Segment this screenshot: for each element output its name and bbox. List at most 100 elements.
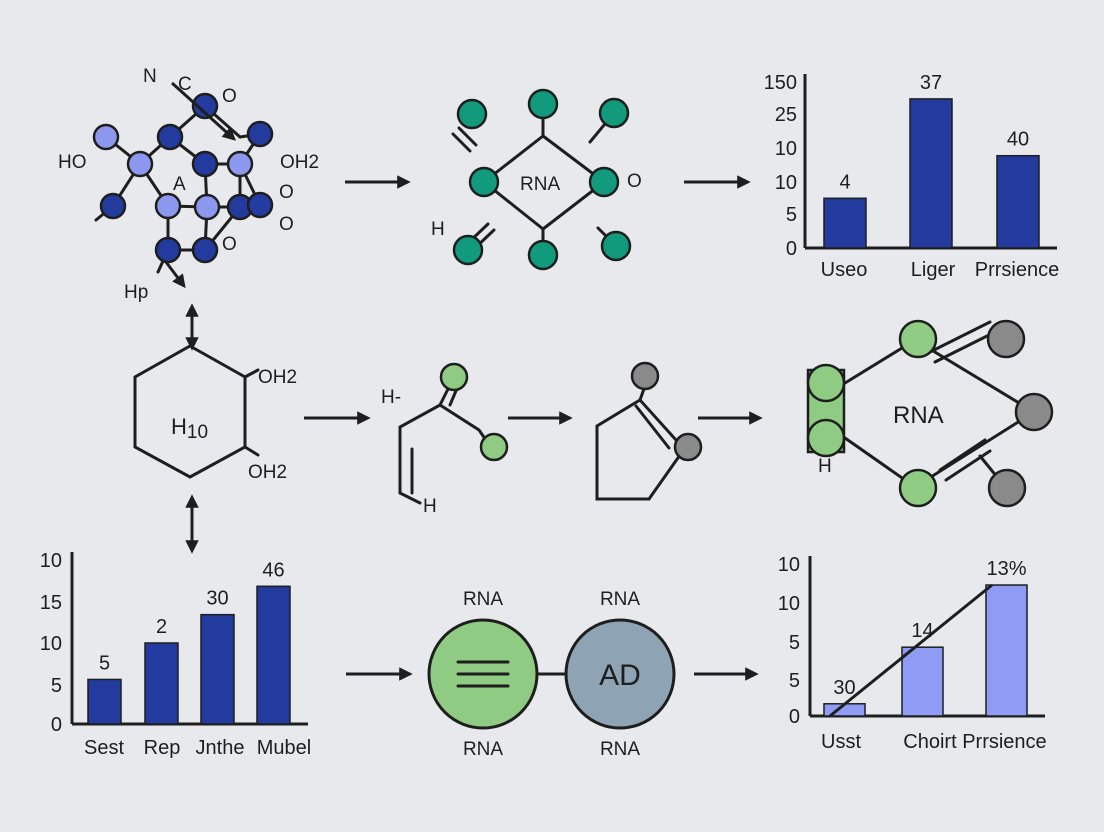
atom-navy	[99, 192, 127, 220]
category-label: Rep	[144, 737, 181, 759]
lattice-arrow	[170, 81, 237, 141]
chain-molecule: H- H	[381, 362, 509, 517]
lattice-arrow	[164, 261, 186, 289]
y-tick-label: 5	[789, 632, 800, 654]
atom-teal	[452, 234, 484, 266]
atom-green	[806, 363, 846, 403]
atom-light	[92, 123, 120, 151]
y-tick-label: 10	[40, 633, 62, 655]
atom-teal	[588, 166, 620, 198]
molecule-lattice: N C O HO OH2 A O O O Hp	[58, 66, 319, 303]
y-tick-label: 0	[51, 714, 62, 736]
data-label: 40	[1007, 129, 1029, 151]
atom-light	[193, 193, 221, 221]
data-label: 13%	[986, 558, 1026, 580]
category-label: Mubel	[257, 737, 311, 759]
data-label: 37	[920, 72, 942, 94]
bar	[909, 98, 953, 249]
y-tick-label: 10	[40, 550, 62, 572]
atom-light	[226, 150, 254, 178]
atom-navy	[191, 150, 219, 178]
o-label: O	[627, 171, 642, 192]
atom-green	[898, 319, 938, 359]
category-label: Sest	[84, 737, 124, 759]
y-tick-label: 10	[778, 593, 800, 615]
category-label: Jnthe	[196, 737, 245, 759]
y-tick-label: 5	[789, 670, 800, 692]
lattice-label-o: O	[279, 182, 294, 203]
atom-navy	[156, 123, 184, 151]
category-label: Liger	[911, 259, 956, 281]
category-label: Useo	[821, 259, 868, 281]
h-label: H	[423, 496, 437, 517]
y-tick-label: 25	[775, 104, 797, 126]
data-label: 30	[833, 677, 855, 699]
lattice-label-o: O	[222, 234, 237, 255]
molecule-rna-teal: RNA O H	[431, 88, 642, 271]
lattice-label-o: O	[222, 86, 237, 107]
bar	[144, 642, 179, 725]
atom-navy	[191, 236, 219, 264]
hexagon-center-label: H10	[171, 414, 208, 443]
atom-gray	[986, 319, 1026, 359]
y-tick-label: 10	[775, 138, 797, 160]
sphere-slate	[564, 618, 676, 730]
rna-label: RNA	[520, 174, 560, 195]
lattice-label-c: C	[178, 74, 192, 95]
atom-teal	[527, 88, 559, 120]
atom-teal	[468, 166, 500, 198]
atom-navy	[246, 120, 274, 148]
data-label: 4	[839, 171, 850, 193]
oh2-label: OH2	[258, 367, 297, 388]
sphere-label: AD	[599, 659, 641, 692]
data-label: 30	[206, 588, 228, 610]
data-label: 46	[262, 559, 284, 581]
atom-navy	[246, 191, 274, 219]
rna-label: RNA	[893, 402, 944, 429]
lattice-label-ho: HO	[58, 152, 87, 173]
trend-line	[829, 583, 993, 718]
y-tick-label: 0	[786, 238, 797, 260]
lattice-label-a: A	[173, 174, 186, 195]
category-label: Prrsience	[975, 259, 1059, 281]
rna-label: RNA	[600, 589, 640, 610]
y-tick-label: 10	[775, 172, 797, 194]
oh2-label: OH2	[248, 462, 287, 483]
category-label: Usst	[821, 731, 861, 753]
hexagon-molecule: H10 OH2 OH2	[133, 344, 297, 483]
bar	[256, 585, 291, 725]
atom-gray	[987, 468, 1027, 508]
data-label: 2	[156, 616, 167, 638]
rna-label: RNA	[600, 739, 640, 760]
bar	[901, 646, 944, 717]
atom-green	[806, 418, 846, 458]
atom-light	[154, 192, 182, 220]
h-label: H	[818, 456, 832, 477]
data-label: 5	[99, 652, 110, 674]
lattice-label-n: N	[143, 66, 157, 87]
y-tick-label: 10	[778, 554, 800, 576]
molecule-rna-green: RNA H	[806, 319, 1054, 508]
atom-light	[126, 150, 154, 178]
lattice-atoms	[92, 92, 274, 264]
lattice-label-o: O	[279, 214, 294, 235]
atom-green	[439, 362, 469, 392]
y-tick-label: 15	[40, 592, 62, 614]
atom-gray	[673, 432, 703, 462]
y-tick-label: 5	[51, 675, 62, 697]
ring-molecule	[595, 361, 703, 501]
y-tick-label: 5	[786, 204, 797, 226]
atom-green	[898, 468, 938, 508]
lattice-label-oh2: OH2	[280, 152, 319, 173]
sphere-pair: AD RNA RNA RNA RNA	[427, 589, 676, 760]
y-tick-label: 0	[789, 706, 800, 728]
h-label: H-	[381, 387, 401, 408]
rna-label: RNA	[463, 739, 503, 760]
atom-gray	[1014, 392, 1054, 432]
atom-teal	[598, 97, 630, 129]
atom-navy	[154, 236, 182, 264]
